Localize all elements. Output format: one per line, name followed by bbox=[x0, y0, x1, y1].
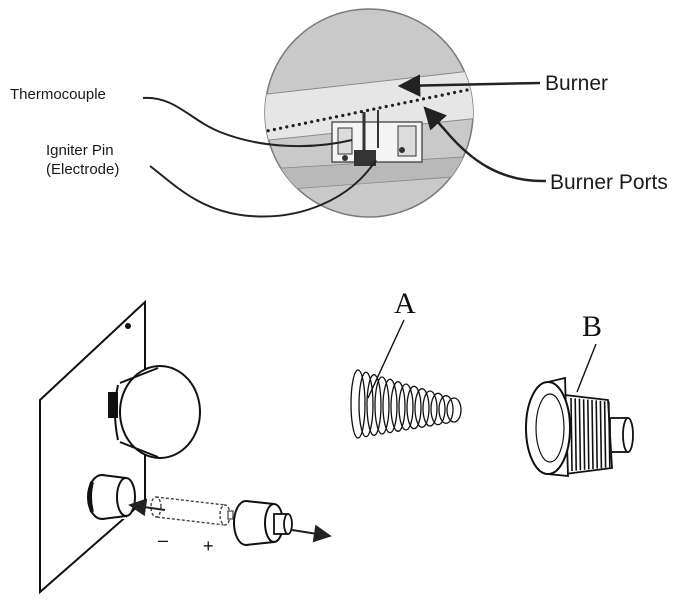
spring-coil bbox=[422, 390, 438, 427]
spring-coil bbox=[358, 371, 374, 438]
spring-coil bbox=[382, 378, 398, 434]
burner-port bbox=[279, 126, 283, 130]
knurl-ridge bbox=[591, 399, 594, 470]
battery-socket bbox=[87, 474, 136, 520]
burner-port bbox=[459, 89, 463, 93]
burner-port-row bbox=[260, 88, 469, 133]
knurl-ridge bbox=[599, 400, 603, 469]
burner-port bbox=[366, 108, 370, 112]
knob-body bbox=[525, 376, 634, 477]
burner-port bbox=[334, 115, 339, 119]
burner-port bbox=[397, 102, 401, 106]
burner-arrow bbox=[397, 74, 541, 97]
burner-port bbox=[409, 99, 413, 104]
part-b-leader bbox=[576, 343, 597, 393]
burner-ports-arrow bbox=[423, 106, 547, 183]
burner-port bbox=[453, 90, 457, 95]
burner-port bbox=[384, 104, 388, 109]
burner-port bbox=[415, 98, 419, 102]
burner-port bbox=[272, 127, 276, 132]
battery-minus-sign: – bbox=[158, 530, 168, 550]
knurl-ridge bbox=[587, 399, 590, 470]
igniter-bracket bbox=[331, 110, 423, 166]
burner-port bbox=[285, 125, 289, 129]
burner-port bbox=[428, 96, 432, 100]
part-b-knob: B bbox=[525, 310, 634, 477]
burner-port bbox=[378, 106, 382, 110]
part-a-spring: A bbox=[350, 287, 462, 439]
knurl-ridge bbox=[582, 399, 586, 470]
spring-coil bbox=[414, 388, 430, 428]
aa-battery bbox=[150, 496, 234, 526]
burner-port bbox=[328, 116, 332, 120]
part-a-label: A bbox=[394, 287, 416, 320]
burner-port bbox=[316, 118, 320, 123]
spring-coil bbox=[366, 374, 382, 436]
burner-port bbox=[266, 129, 270, 133]
burner-port bbox=[322, 117, 326, 121]
burner-port bbox=[434, 94, 438, 98]
insert-arrow bbox=[128, 498, 166, 517]
burner-port bbox=[260, 130, 263, 133]
burner-port bbox=[347, 112, 351, 116]
knurl-ridge bbox=[603, 401, 607, 468]
burner-port bbox=[291, 124, 295, 128]
spring-coil bbox=[438, 395, 454, 424]
spring-coil bbox=[446, 397, 462, 423]
knurl-ridge bbox=[570, 397, 573, 472]
burner-port bbox=[403, 101, 407, 105]
spring-coil bbox=[350, 369, 366, 439]
burner-port bbox=[359, 110, 363, 114]
knurl-ridge bbox=[574, 398, 577, 471]
spring-coil bbox=[406, 385, 422, 430]
igniter-button bbox=[108, 365, 201, 459]
burner-port bbox=[440, 93, 444, 97]
burner-port bbox=[353, 111, 357, 115]
burner-port bbox=[310, 120, 314, 124]
igniter-pin-label: Igniter Pin bbox=[46, 142, 114, 159]
burner-port bbox=[372, 107, 376, 111]
burner-port bbox=[465, 88, 469, 92]
burner-port bbox=[341, 113, 345, 118]
burner-port bbox=[303, 121, 308, 125]
thermocouple-label: Thermocouple bbox=[10, 86, 106, 103]
thermocouple-leader bbox=[142, 96, 353, 148]
spring-coil bbox=[374, 376, 390, 435]
remove-cap-arrow bbox=[291, 524, 332, 543]
burner-port bbox=[297, 122, 301, 126]
mounting-panel bbox=[39, 299, 146, 595]
part-b-label: B bbox=[582, 310, 602, 343]
electrode-label: (Electrode) bbox=[46, 161, 119, 178]
burner-label: Burner bbox=[545, 72, 608, 95]
knurl-ridge bbox=[578, 398, 582, 471]
burner-port bbox=[446, 92, 450, 96]
knurl-ridge bbox=[608, 401, 611, 468]
spring-coil bbox=[398, 383, 414, 431]
knurl-ridge bbox=[595, 400, 598, 469]
battery-cap bbox=[233, 500, 293, 546]
burner-ports-label: Burner Ports bbox=[550, 171, 668, 194]
igniter-housing-assembly: – + bbox=[39, 299, 332, 595]
part-a-leader bbox=[367, 319, 405, 399]
burner-port bbox=[390, 103, 395, 107]
spring-coil bbox=[390, 381, 406, 432]
igniter-leader bbox=[149, 159, 377, 218]
spring-coil bbox=[430, 392, 446, 426]
battery-plus-sign: + bbox=[203, 536, 214, 556]
magnified-burner-view: Thermocouple Igniter Pin (Electrode) Bur… bbox=[10, 8, 668, 218]
spring-coils bbox=[350, 369, 462, 439]
burner-port bbox=[421, 97, 426, 101]
